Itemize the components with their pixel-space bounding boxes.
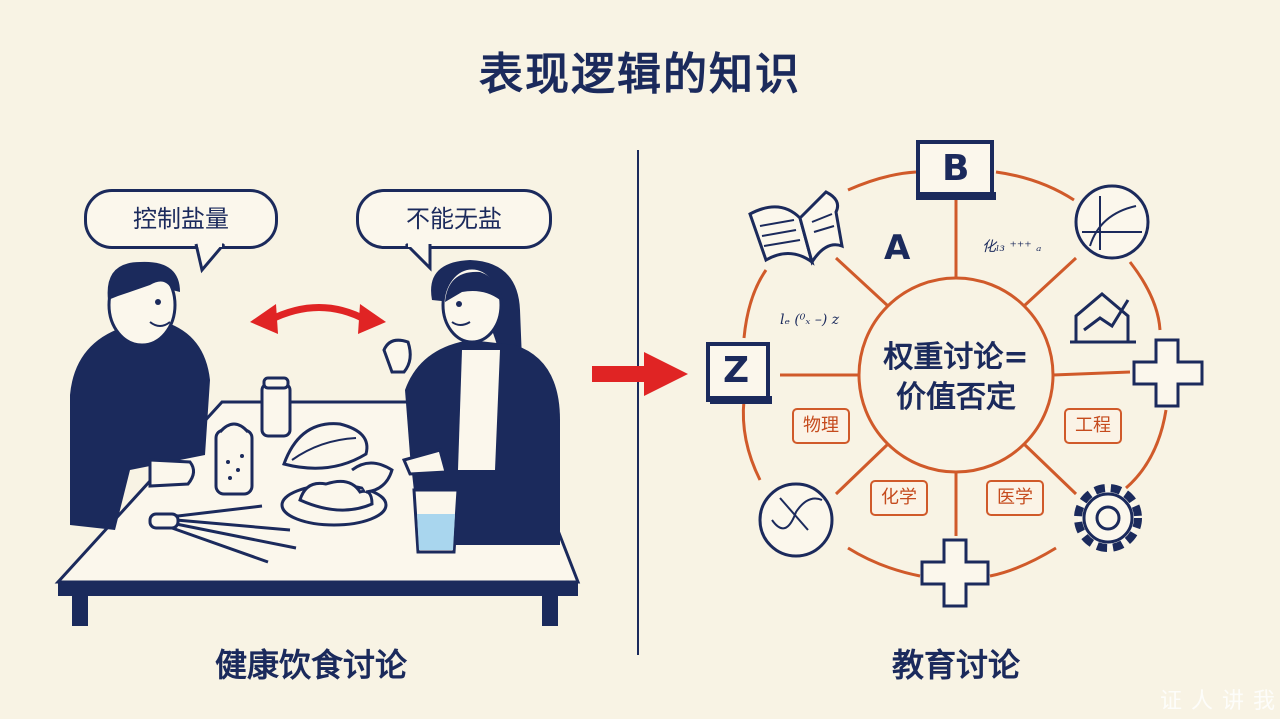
center-line-2: 价值否定 <box>896 380 1016 415</box>
house-chart-icon <box>1070 292 1136 344</box>
letter-z-box <box>706 342 772 404</box>
letter-z: Z <box>723 350 750 391</box>
left-caption: 健康饮食讨论 <box>215 646 408 684</box>
plus-icon-right <box>1132 338 1204 408</box>
water-glass-icon <box>412 488 460 554</box>
man-figure <box>70 261 210 530</box>
right-caption: 教育讨论 <box>892 646 1021 684</box>
chart-icon <box>758 482 834 558</box>
lettuce-icon <box>282 422 369 470</box>
watermark: 证 人 讲 我 <box>1160 689 1276 714</box>
speech-bubble-right: 不能无盐 <box>356 189 552 249</box>
page-title: 表现逻辑的知识 <box>479 49 801 100</box>
right-arrow-icon <box>592 352 688 396</box>
tag-chemistry: 化学 <box>870 480 928 516</box>
letter-a: A <box>884 228 911 268</box>
center-line-1: 权重讨论= <box>883 340 1029 375</box>
plus-icon-bottom <box>920 538 990 608</box>
gear-icon <box>1074 484 1142 552</box>
salt-shaker-icon <box>260 376 292 438</box>
center-statement: 权重讨论= 价值否定 <box>858 338 1054 418</box>
green-onion-icon <box>148 504 297 564</box>
double-arrow-icon <box>250 304 386 334</box>
tag-medicine: 医学 <box>986 480 1044 516</box>
tag-engineering: 工程 <box>1064 408 1122 444</box>
formula-top: 化ₗ₃ ⁺⁺⁺ ₐ <box>982 239 1042 255</box>
plate-icon <box>280 461 394 527</box>
formula-left: lₑ (⁰ₓ –) z <box>780 312 840 328</box>
graph-icon <box>1074 184 1150 260</box>
letter-b-box <box>916 140 996 200</box>
tag-physics: 物理 <box>792 408 850 444</box>
letter-b: B <box>942 148 970 189</box>
book-icon <box>748 190 844 266</box>
orange-network <box>741 170 1168 578</box>
pepper-shaker-icon <box>214 422 254 496</box>
speech-bubble-left: 控制盐量 <box>84 189 278 249</box>
